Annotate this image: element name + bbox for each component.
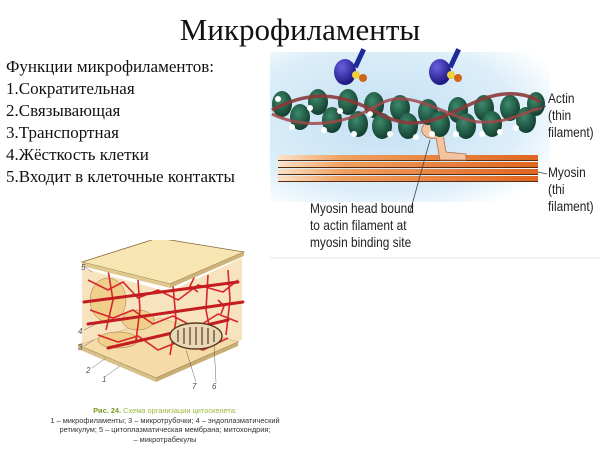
caption-line: – микротрабекулы (133, 434, 197, 444)
actin-myosin-figure: Actin (thin filament) Myosin (thi filame… (270, 42, 600, 260)
figure-number: 4 (78, 327, 83, 336)
cytoskeleton-figure: 5 4 3 2 1 7 6 (76, 237, 248, 395)
function-item: 4.Жёсткость клетки (6, 145, 149, 164)
figure-number: 5 (81, 263, 86, 272)
myosin-label: Myosin (thi filament) (548, 164, 594, 215)
figure-number: 6 (212, 382, 217, 391)
function-item: 3.Транспортная (6, 123, 119, 142)
figure-number: 3 (78, 343, 83, 352)
function-item: 1.Сократительная (6, 79, 135, 98)
troponin-complex (334, 48, 462, 85)
functions-heading: Функции микрофиламентов: (6, 57, 214, 76)
function-item: 2.Связывающая (6, 101, 121, 120)
actin-filament (271, 89, 545, 140)
caption-line: ретикулум; 5 – цитоплазматическая мембра… (59, 425, 271, 435)
myosin-filament (278, 155, 538, 182)
cytoskeleton-illustration (76, 237, 246, 383)
caption-fig-title: Схема организации цитоскелета: (121, 406, 237, 415)
caption-line: 1 – микрофиламенты; 3 – микротрубочки; 4… (50, 415, 280, 425)
myosin-label-line: filament) (548, 198, 594, 214)
caption-fig-label: Рис. 24. (93, 406, 122, 415)
caption-heading: Рис. 24. Схема организации цитоскелета: (10, 406, 320, 416)
slide-title: Микрофиламенты (179, 12, 421, 47)
figure-number: 1 (102, 375, 107, 384)
myosin-label-line: Myosin (thi (548, 164, 586, 197)
figure-number: 2 (86, 366, 91, 375)
actin-label-line: filament) (548, 124, 594, 140)
figure-number: 7 (192, 382, 197, 391)
figure-caption: Рис. 24. Схема организации цитоскелета: … (10, 406, 320, 444)
actin-label: Actin (thin filament) (548, 90, 594, 141)
myosin-head-label-line: myosin binding site (310, 234, 412, 250)
actin-myosin-illustration (270, 48, 600, 259)
functions-list: Функции микрофиламентов: 1.Сократительна… (6, 56, 235, 188)
function-item: 5.Входит в клеточные контакты (6, 167, 235, 186)
myosin-head-label: Myosin head bound to actin filament at m… (310, 200, 414, 251)
myosin-head-label-line: to actin filament at (310, 217, 407, 233)
myosin-head-label-line: Myosin head bound (310, 200, 414, 216)
actin-label-line: Actin (thin (548, 90, 575, 123)
